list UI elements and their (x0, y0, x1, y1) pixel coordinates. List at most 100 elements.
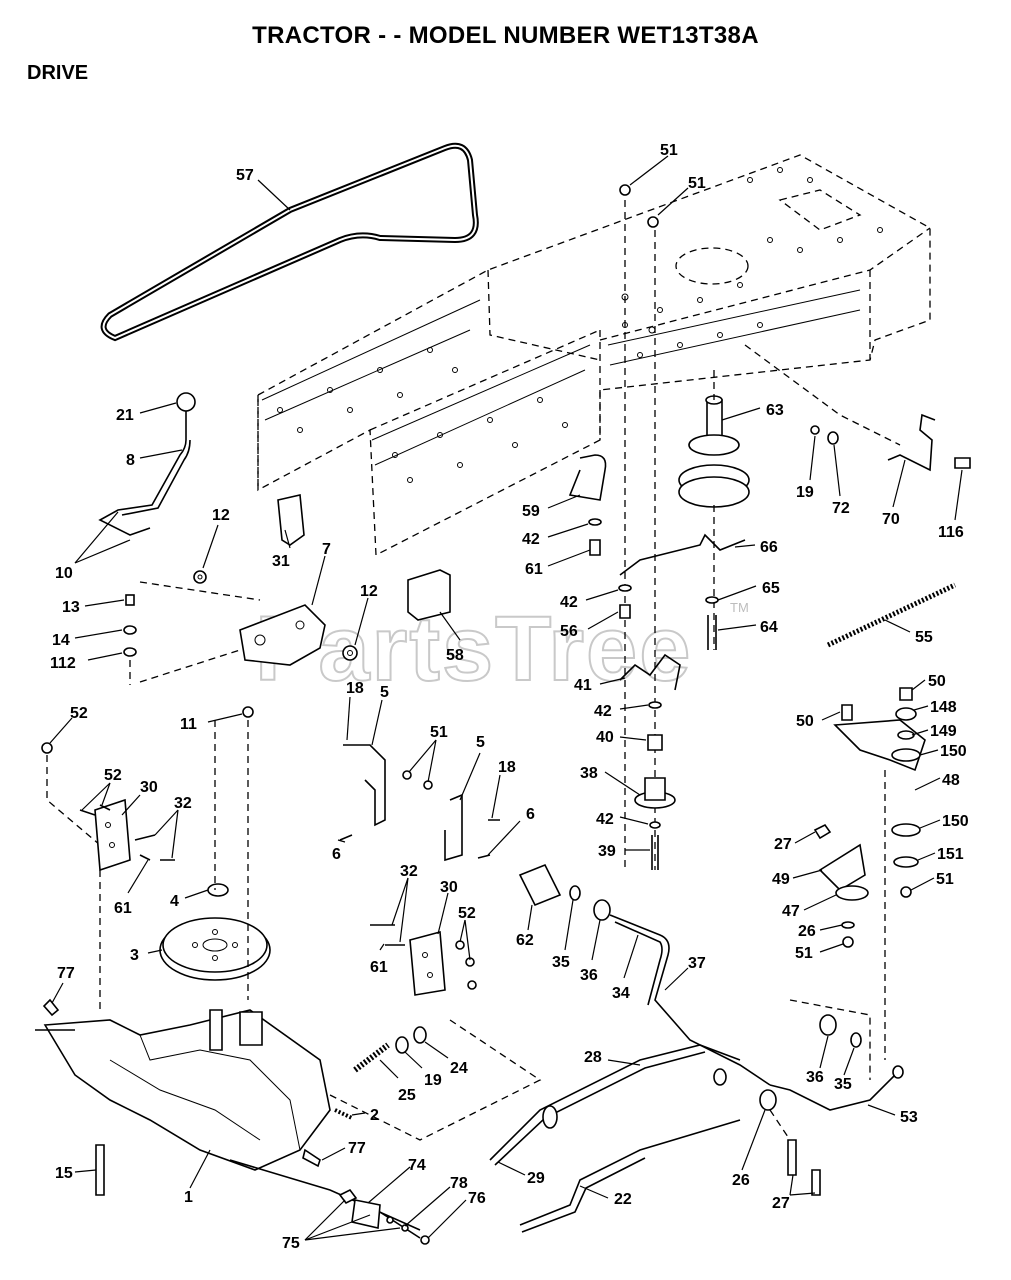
left-bracket-group (41, 742, 175, 1010)
callout-116: 116 (938, 524, 964, 541)
callout-30: 30 (140, 779, 158, 796)
callout-148: 148 (930, 699, 957, 716)
callout-51: 51 (795, 945, 813, 962)
lower-shaft (338, 1188, 430, 1245)
callout-51: 51 (660, 142, 678, 159)
callout-19: 19 (796, 484, 814, 501)
callout-56: 56 (560, 623, 578, 640)
callout-28: 28 (584, 1049, 602, 1066)
callout-29: 29 (527, 1170, 545, 1187)
callout-8: 8 (126, 452, 135, 469)
section-title: DRIVE (27, 62, 89, 84)
callout-48: 48 (942, 772, 960, 789)
callout-22: 22 (614, 1191, 632, 1208)
callout-5: 5 (380, 684, 389, 701)
callout-38: 38 (580, 765, 598, 782)
left-washers (123, 570, 261, 685)
callout-77: 77 (57, 965, 75, 982)
callout-149: 149 (930, 723, 957, 740)
callout-70: 70 (882, 511, 900, 528)
transaxle (35, 998, 421, 1231)
callout-27: 27 (772, 1195, 790, 1212)
callout-31: 31 (272, 553, 290, 570)
callout-59: 59 (522, 503, 540, 520)
callout-10: 10 (55, 565, 73, 582)
callout-150: 150 (942, 813, 969, 830)
center-stack (568, 184, 746, 870)
bracket-31 (277, 494, 305, 546)
callout-74: 74 (408, 1157, 426, 1174)
callout-36: 36 (806, 1069, 824, 1086)
callout-18: 18 (498, 759, 516, 776)
callout-51: 51 (688, 175, 706, 192)
control-rods (489, 863, 904, 1233)
callout-64: 64 (760, 619, 778, 636)
callout-50: 50 (928, 673, 946, 690)
callout-52: 52 (70, 705, 88, 722)
callout-151: 151 (937, 846, 964, 863)
callout-52: 52 (458, 905, 476, 922)
watermark-tm: TM (730, 600, 749, 615)
callout-12: 12 (212, 507, 230, 524)
callout-65: 65 (762, 580, 780, 597)
transaxle-springs (329, 1019, 542, 1141)
callout-5: 5 (476, 734, 485, 751)
callout-3: 3 (130, 947, 139, 964)
page-title: TRACTOR - - MODEL NUMBER WET13T38A (252, 22, 759, 49)
callout-30: 30 (440, 879, 458, 896)
callout-77: 77 (348, 1140, 366, 1157)
callout-42: 42 (594, 703, 612, 720)
bracket-58 (407, 569, 451, 621)
callout-75: 75 (282, 1235, 300, 1252)
mid-brackets (339, 744, 500, 862)
callout-49: 49 (772, 871, 790, 888)
callout-47: 47 (782, 903, 800, 920)
callout-150: 150 (940, 743, 967, 760)
shift-lever (98, 392, 196, 536)
callout-72: 72 (832, 500, 850, 517)
callout-42: 42 (522, 531, 540, 548)
shift-bracket (239, 604, 358, 718)
callout-labels: 57 51 51 21 8 12 10 31 7 12 13 14 112 58… (50, 142, 969, 1252)
callout-26: 26 (732, 1172, 750, 1189)
callout-76: 76 (468, 1190, 486, 1207)
drive-belt (100, 142, 479, 342)
callout-34: 34 (612, 985, 630, 1002)
callout-12: 12 (360, 583, 378, 600)
callout-6: 6 (526, 806, 535, 823)
callout-61: 61 (370, 959, 388, 976)
callout-14: 14 (52, 632, 70, 649)
callout-66: 66 (760, 539, 778, 556)
callout-4: 4 (170, 893, 179, 910)
callout-18: 18 (346, 680, 364, 697)
callout-78: 78 (450, 1175, 468, 1192)
callout-55: 55 (915, 629, 933, 646)
callout-52: 52 (104, 767, 122, 784)
callout-39: 39 (598, 843, 616, 860)
tractor-frame (257, 154, 931, 557)
callout-53: 53 (900, 1109, 918, 1126)
callout-11: 11 (180, 716, 197, 733)
callout-21: 21 (116, 407, 134, 424)
callout-42: 42 (596, 811, 614, 828)
leader-lines (49, 155, 963, 1241)
callout-37: 37 (688, 955, 706, 972)
callout-27: 27 (774, 836, 792, 853)
callout-35: 35 (552, 954, 570, 971)
idler-assembly (789, 687, 926, 1080)
watermark-text: PartsTree (255, 598, 692, 700)
callout-62: 62 (516, 932, 534, 949)
callout-26: 26 (798, 923, 816, 940)
right-upper-parts (810, 413, 971, 472)
callout-41: 41 (574, 677, 592, 694)
callout-13: 13 (62, 599, 80, 616)
callout-19: 19 (424, 1072, 442, 1089)
upper-pulley (678, 370, 750, 650)
callout-42: 42 (560, 594, 578, 611)
callout-32: 32 (174, 795, 192, 812)
callout-51: 51 (936, 871, 954, 888)
callout-61: 61 (525, 561, 543, 578)
input-pulley (159, 720, 271, 1000)
callout-40: 40 (596, 729, 614, 746)
callout-24: 24 (450, 1060, 468, 1077)
